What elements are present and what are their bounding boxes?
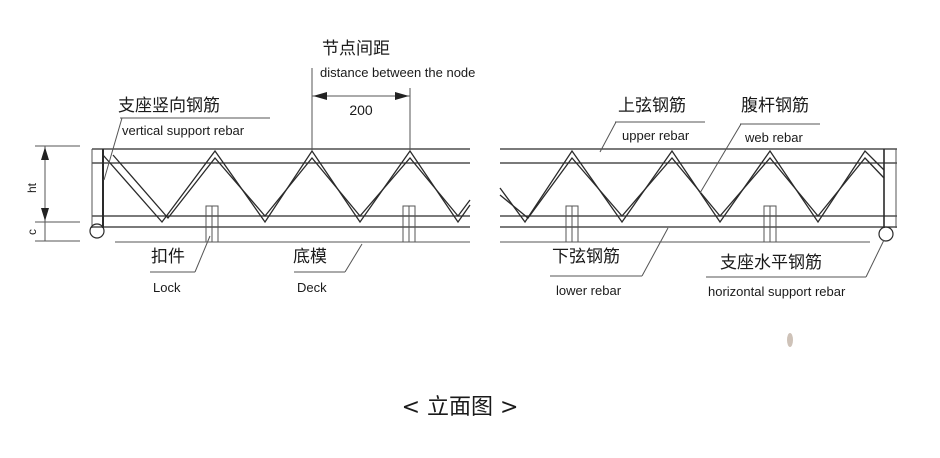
dim-c-label: c — [25, 229, 39, 235]
node-distance-value: 200 — [349, 102, 373, 118]
callout-vertical-support-rebar: 支座竖向钢筋 vertical support rebar — [103, 96, 270, 181]
dim-arrow-top — [41, 147, 49, 160]
upper-rebar-cn: 上弦钢筋 — [618, 96, 686, 116]
web-rebar-pointer — [699, 123, 742, 194]
upper-rebar-en: upper rebar — [622, 128, 690, 143]
lock-en: Lock — [153, 280, 181, 295]
vertical-support-pointer — [103, 117, 123, 181]
node-distance-dimension: 200 节点间距 distance between the node — [311, 39, 475, 151]
height-dimension: ht c — [25, 145, 80, 242]
lower-rebar-cn: 下弦钢筋 — [552, 247, 620, 267]
lock-cn: 扣件 — [151, 247, 185, 267]
node-arrow-right — [395, 92, 409, 100]
left-web-rebar-b — [112, 154, 471, 220]
deck-cn: 底模 — [293, 247, 327, 267]
right-web-rebar-a — [499, 149, 885, 224]
left-support-circle — [89, 223, 105, 239]
lower-rebar-pointer — [641, 227, 669, 277]
lock-pointer — [194, 235, 211, 273]
right-web-rebar-b — [499, 156, 885, 219]
figure-caption: < 立面图 > — [402, 395, 519, 420]
horizontal-support-cn: 支座水平钢筋 — [720, 253, 822, 273]
callout-web-rebar: 腹杆钢筋 web rebar — [699, 96, 820, 194]
deck-pointer — [344, 243, 363, 273]
node-distance-cn: 节点间距 — [322, 39, 390, 59]
node-distance-en: distance between the node — [320, 65, 475, 80]
upper-rebar-pointer — [599, 121, 617, 153]
deck-en: Deck — [297, 280, 327, 295]
lower-rebar-en: lower rebar — [556, 283, 622, 298]
right-truss — [499, 148, 897, 243]
horizontal-support-en: horizontal support rebar — [708, 284, 846, 299]
horizontal-support-pointer — [865, 239, 885, 278]
scan-speck — [787, 333, 793, 347]
node-arrow-left — [313, 92, 327, 100]
right-support-circle — [878, 226, 894, 242]
left-truss — [89, 148, 471, 243]
callout-lock: 扣件 Lock — [150, 235, 211, 295]
vertical-support-cn: 支座竖向钢筋 — [118, 96, 220, 116]
callout-horizontal-support-rebar: 支座水平钢筋 horizontal support rebar — [706, 239, 885, 299]
callout-deck: 底模 Deck — [293, 243, 363, 295]
dim-arrow-mid — [41, 208, 49, 221]
callout-lower-rebar: 下弦钢筋 lower rebar — [550, 227, 669, 298]
web-rebar-cn: 腹杆钢筋 — [741, 96, 809, 116]
dim-ht-label: ht — [25, 182, 39, 193]
vertical-support-en: vertical support rebar — [122, 123, 245, 138]
web-rebar-en: web rebar — [744, 130, 803, 145]
callout-upper-rebar: 上弦钢筋 upper rebar — [599, 96, 705, 153]
